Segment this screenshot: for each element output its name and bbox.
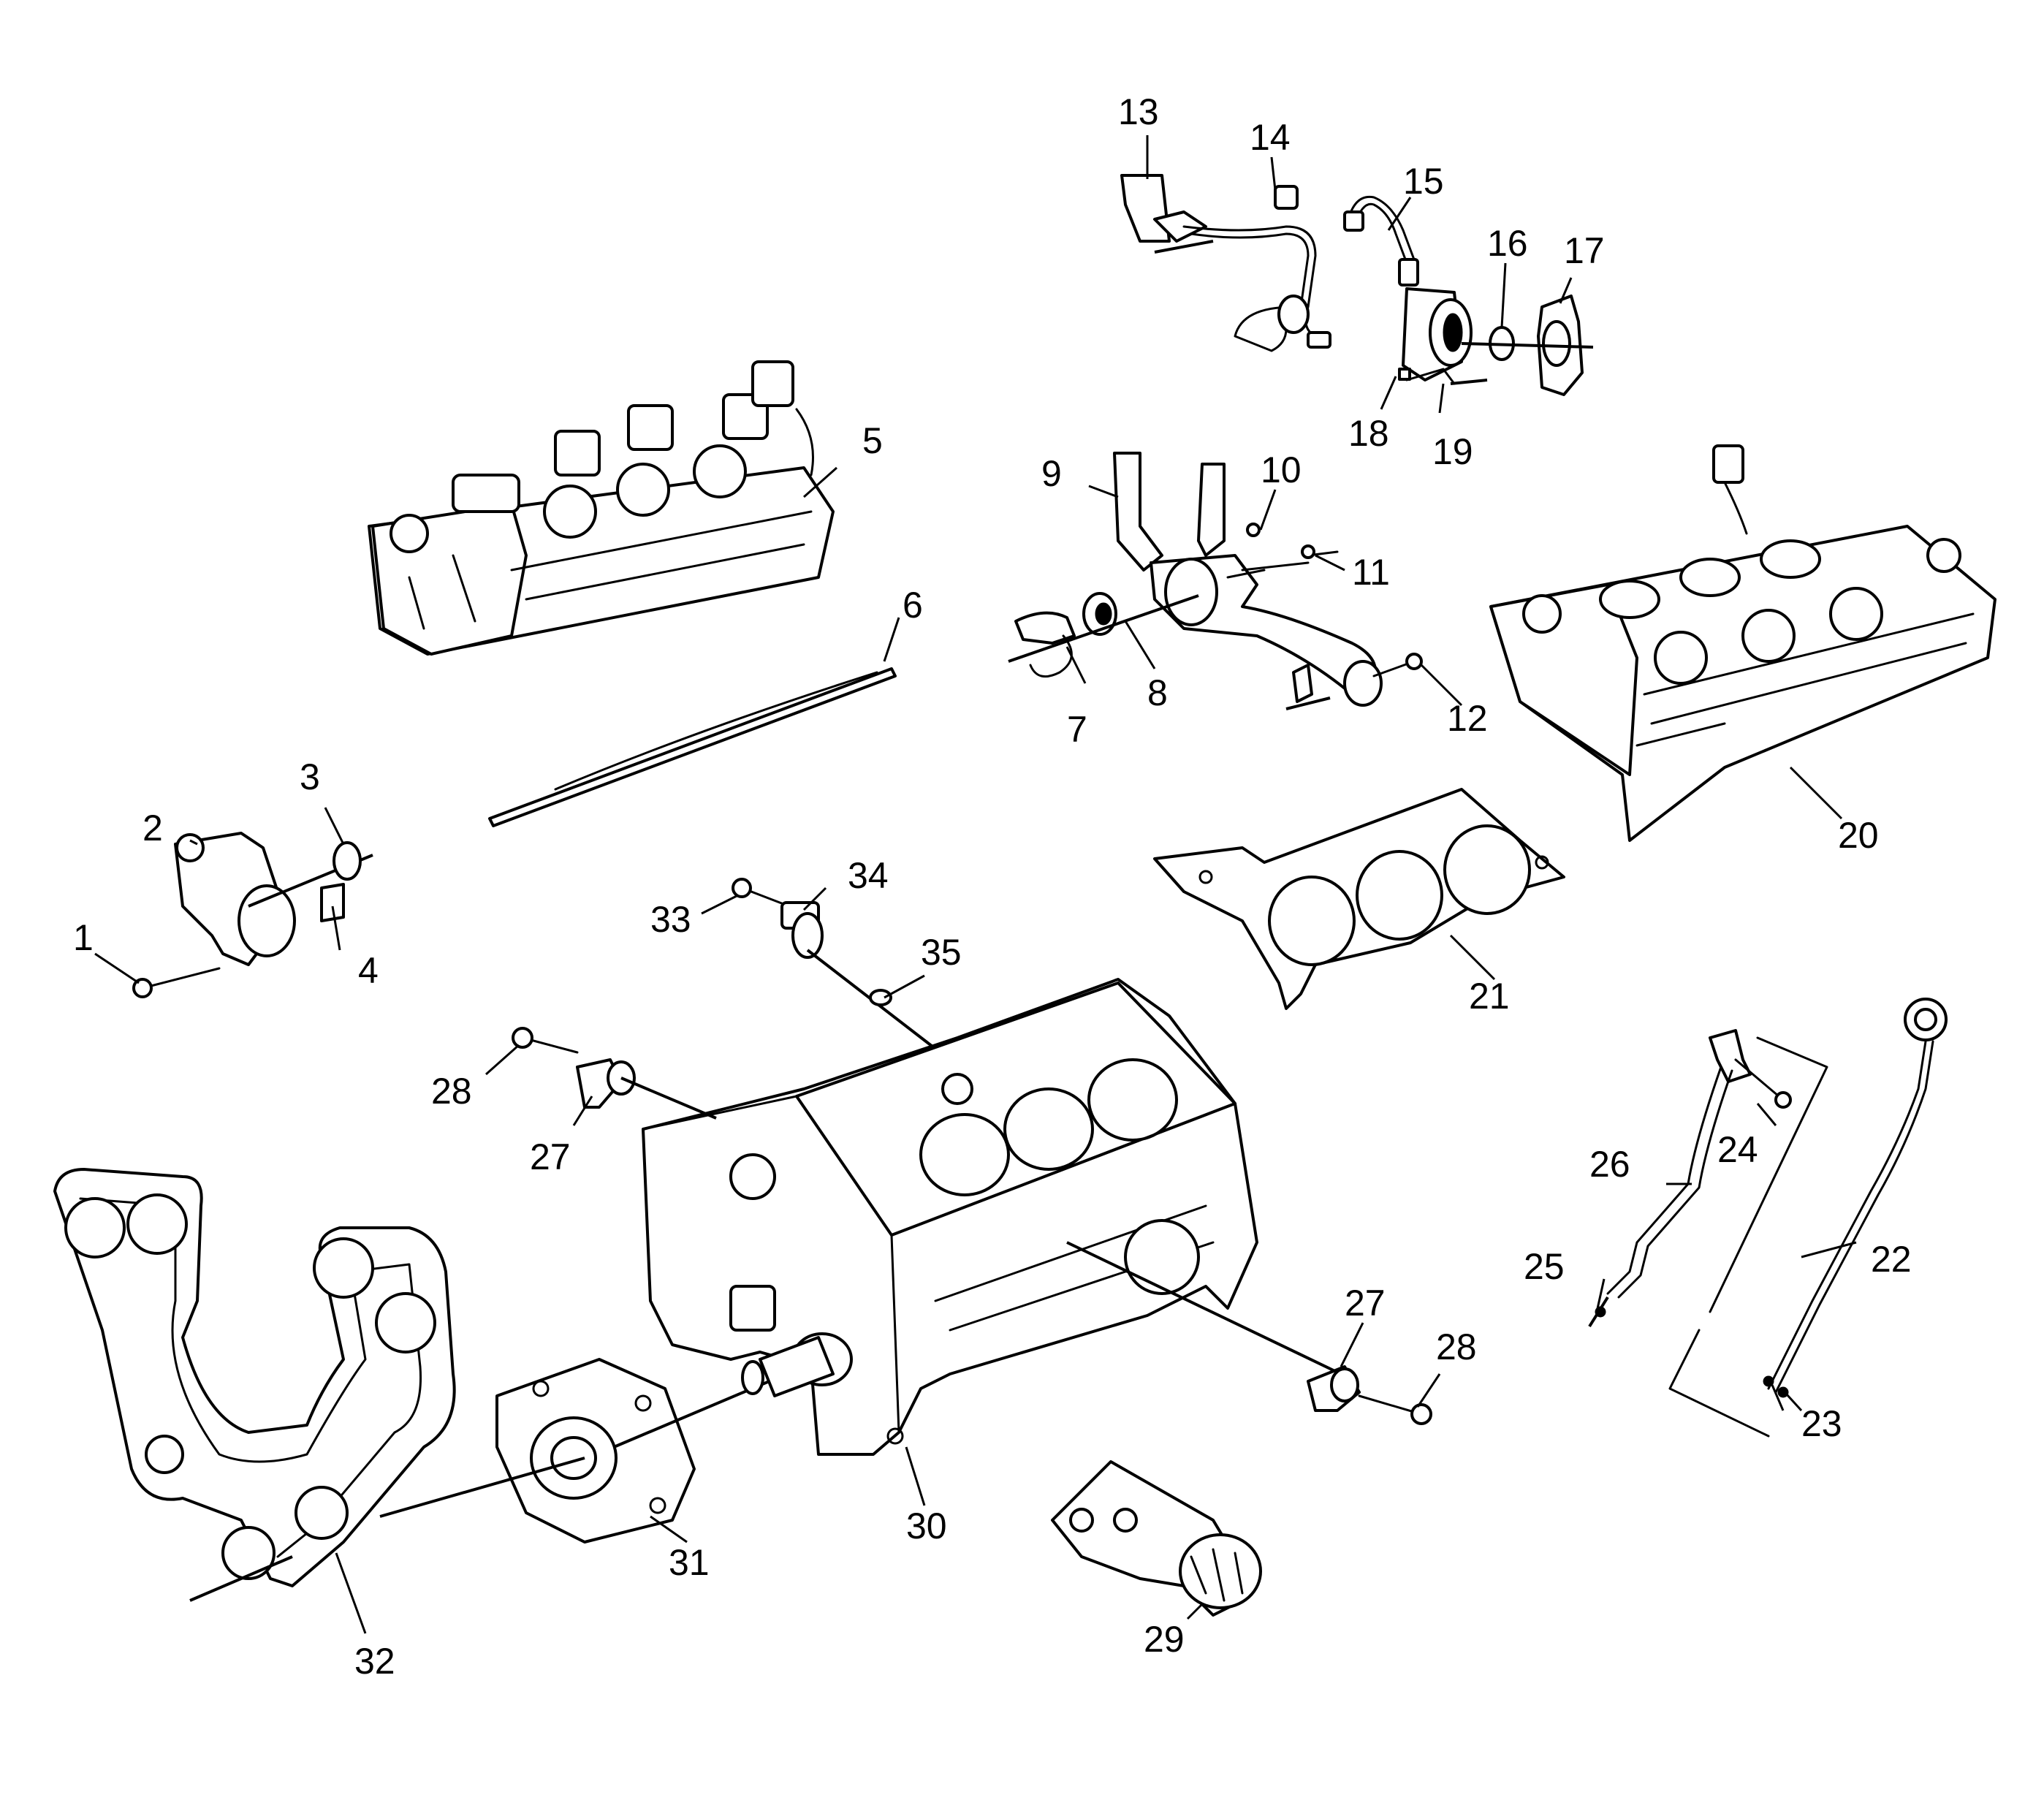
callout-14: 14 xyxy=(1250,117,1291,158)
knock-sensor-upper xyxy=(512,1027,717,1120)
callout-18: 18 xyxy=(1348,413,1389,454)
callout-35: 35 xyxy=(921,932,962,973)
engine-block xyxy=(642,978,1258,1456)
callout-29: 29 xyxy=(1144,1619,1185,1660)
callout-17: 17 xyxy=(1564,230,1605,271)
callout-13: 13 xyxy=(1118,91,1159,132)
callout-7: 7 xyxy=(1067,709,1087,750)
knock-sensor-lower xyxy=(1066,1241,1432,1425)
head-gasket xyxy=(1153,788,1565,1010)
callout-5: 5 xyxy=(862,420,883,461)
callout-6: 6 xyxy=(903,585,923,626)
callout-labels: 1 2 3 4 5 6 7 8 9 10 11 12 13 14 15 16 1… xyxy=(73,91,1912,1682)
fuel-pump-15-19 xyxy=(1343,195,1594,396)
bracket-and-line-13-14 xyxy=(1120,174,1331,352)
water-inlet-1-4 xyxy=(132,832,373,998)
callout-34: 34 xyxy=(848,855,889,896)
callout-22: 22 xyxy=(1871,1239,1912,1280)
callout-23: 23 xyxy=(1801,1403,1842,1444)
callout-28-lower: 28 xyxy=(1436,1326,1477,1367)
callout-8: 8 xyxy=(1147,672,1168,713)
callout-32: 32 xyxy=(354,1641,395,1682)
timing-cover-part-31 xyxy=(495,1336,835,1544)
timing-chain-system xyxy=(53,1168,585,1602)
callout-25: 25 xyxy=(1524,1246,1565,1287)
callout-21: 21 xyxy=(1469,976,1510,1017)
callout-30: 30 xyxy=(906,1506,947,1546)
callout-3: 3 xyxy=(300,756,320,797)
cylinder-head-upper xyxy=(368,360,835,656)
sensor-33-35 xyxy=(732,878,937,1050)
callout-4: 4 xyxy=(358,950,379,991)
leader-lines xyxy=(94,135,1857,1634)
callout-26: 26 xyxy=(1589,1144,1630,1185)
oil-tube-outline-frame xyxy=(1668,1036,1828,1438)
valley-gasket xyxy=(488,667,897,827)
cylinder-head-left xyxy=(1489,444,1996,842)
callout-28-upper: 28 xyxy=(431,1071,472,1112)
callout-10: 10 xyxy=(1261,449,1302,490)
callout-33: 33 xyxy=(650,899,691,940)
callout-15: 15 xyxy=(1403,161,1444,202)
callout-24: 24 xyxy=(1717,1129,1758,1170)
callout-19: 19 xyxy=(1432,431,1473,472)
callout-9: 9 xyxy=(1041,453,1062,494)
oil-level-indicator xyxy=(1763,998,1948,1398)
callout-16: 16 xyxy=(1487,223,1528,264)
callout-12: 12 xyxy=(1447,698,1488,739)
water-outlet-7-12 xyxy=(1008,452,1423,710)
oil-filter-adapter xyxy=(1051,1460,1262,1617)
callout-27-lower: 27 xyxy=(1345,1283,1386,1324)
callout-2: 2 xyxy=(143,808,163,848)
callout-27-upper: 27 xyxy=(530,1136,571,1177)
callout-11: 11 xyxy=(1352,552,1390,593)
callout-31: 31 xyxy=(669,1542,710,1583)
callout-20: 20 xyxy=(1838,815,1879,856)
callout-1: 1 xyxy=(73,917,94,958)
